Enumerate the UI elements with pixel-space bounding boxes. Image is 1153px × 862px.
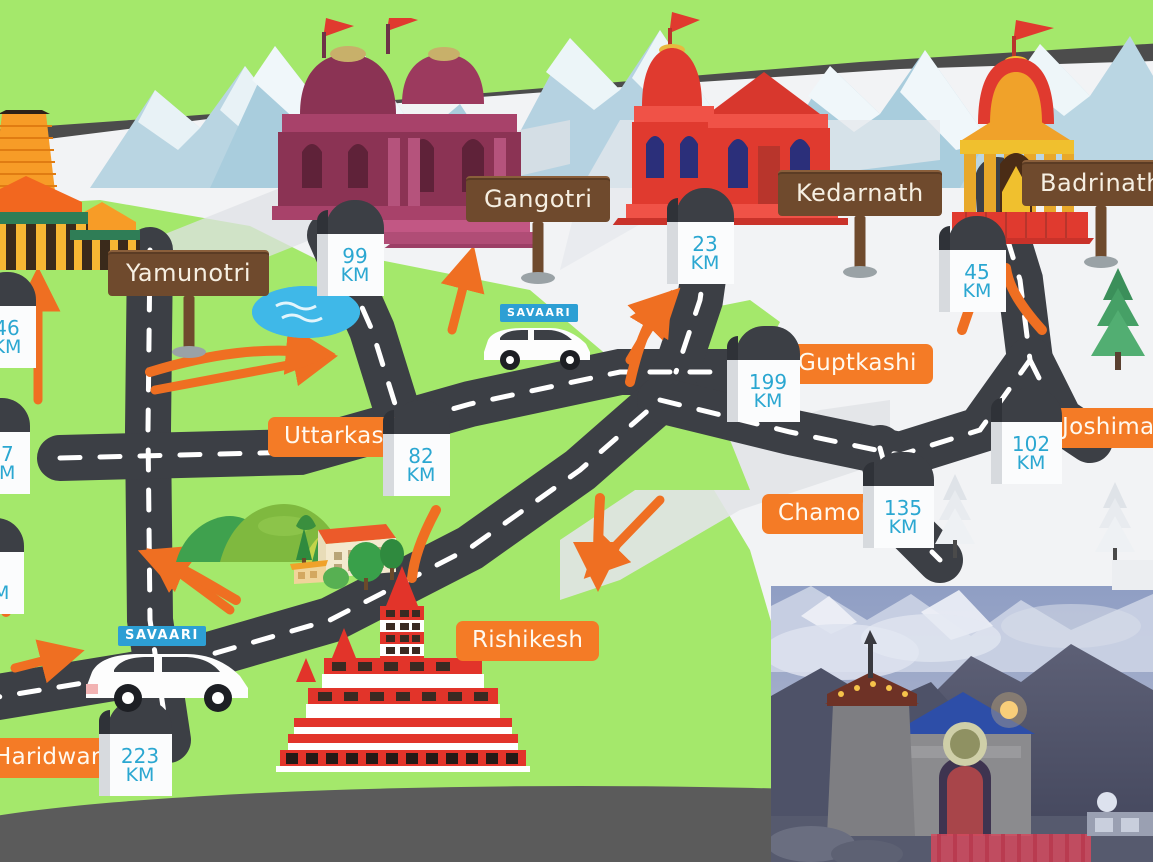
milestone-unit: KM <box>0 461 16 484</box>
milestone-cap <box>727 326 800 360</box>
wood-sign-label: Gangotri <box>466 176 611 222</box>
signpost-base <box>521 272 556 284</box>
milestone-cap <box>0 398 30 432</box>
car-icon-taxi-lower[interactable]: SAVAARI <box>78 626 258 724</box>
pine-tree-icon <box>1085 262 1151 376</box>
milestone-body: 3 KM <box>0 552 24 614</box>
milestone-icon-chamoli: 135 KM <box>863 452 934 548</box>
milestone-unit: KM <box>0 335 22 358</box>
milestone-body: 135 KM <box>863 486 934 548</box>
milestone-distance: 82 <box>408 443 434 468</box>
village-icon <box>176 486 416 600</box>
wood-sign-label: Badrinath <box>1022 160 1153 206</box>
signpost-base <box>842 266 877 278</box>
milestone-cap <box>383 400 450 434</box>
milestone-distance: 45 <box>964 259 990 284</box>
temple-icon-rishikesh <box>272 562 534 776</box>
milestone-icon-badrinath: 45 KM <box>939 216 1006 312</box>
milestone-cap <box>667 188 734 222</box>
snow-strip-right <box>1112 560 1153 590</box>
signpost-icon-badrinath[interactable]: Badrinath <box>1022 160 1153 268</box>
pine-tree-icon <box>1090 478 1140 572</box>
milestone-distance: 102 <box>1011 431 1051 456</box>
milestone-distance: 3 <box>0 564 1 584</box>
milestone-unit: KM <box>962 279 992 302</box>
kedarnath-temple-photo <box>771 586 1153 862</box>
milestone-icon-haridwar: 223 KM <box>99 700 172 796</box>
milestone-cap <box>991 388 1062 422</box>
milestone-body: 23 KM <box>667 222 734 284</box>
milestone-distance: 23 <box>692 231 718 256</box>
milestone-cap <box>939 216 1006 250</box>
taxi-badge: SAVAARI <box>118 626 206 646</box>
milestone-icon-joshimath: 102 KM <box>991 388 1062 484</box>
taxi-badge: SAVAARI <box>500 304 579 322</box>
milestone-distance: 37 <box>0 441 14 466</box>
city-label-haridwar[interactable]: Haridwar <box>0 738 117 778</box>
milestone-unit: KM <box>690 251 720 274</box>
milestone-icon-kedarnath: 23 KM <box>667 188 734 284</box>
milestone-body: 223 KM <box>99 734 172 796</box>
city-label-guptkashi[interactable]: Guptkashi <box>782 344 933 384</box>
signpost-icon-gangotri[interactable]: Gangotri <box>466 176 611 284</box>
milestone-unit: KM <box>406 463 436 486</box>
milestone-cap <box>317 200 384 234</box>
milestone-distance: 99 <box>342 243 368 268</box>
milestone-unit: KM <box>1016 451 1046 474</box>
milestone-body: 199 KM <box>727 360 800 422</box>
city-label-joshimath[interactable]: Joshimath <box>1046 408 1153 448</box>
milestone-icon-37: 37 KM <box>0 398 30 494</box>
milestone-distance: 46 <box>0 315 20 340</box>
milestone-cap <box>863 452 934 486</box>
milestone-unit: KM <box>0 581 10 604</box>
wood-sign-label: Yamunotri <box>108 250 269 296</box>
milestone-icon-guptkashi: 199 KM <box>727 326 800 422</box>
milestone-unit: KM <box>888 515 918 538</box>
signpost-post <box>183 296 194 350</box>
milestone-body: 102 KM <box>991 422 1062 484</box>
temple-icon-badrinath <box>938 14 1148 248</box>
milestone-icon-yamunotri: 46 KM <box>0 272 36 368</box>
city-label-rishikesh[interactable]: Rishikesh <box>456 621 600 661</box>
milestone-body: 37 KM <box>0 432 30 494</box>
milestone-cap <box>0 518 24 552</box>
milestone-icon-gangotri: 99 KM <box>317 200 384 296</box>
milestone-unit: KM <box>340 263 370 286</box>
signpost-base <box>1083 256 1118 268</box>
milestone-distance: 135 <box>883 495 923 520</box>
milestone-icon-3: 3 KM <box>0 518 24 614</box>
milestone-body: 82 KM <box>383 434 450 496</box>
milestone-distance: 223 <box>120 743 160 768</box>
signpost-post <box>532 222 544 276</box>
milestone-distance: 199 <box>748 369 788 394</box>
signpost-post <box>1095 206 1107 260</box>
milestone-cap <box>99 700 172 734</box>
temple-icon-yamunotri <box>0 80 170 280</box>
milestone-cap <box>0 272 36 306</box>
milestone-body: 45 KM <box>939 250 1006 312</box>
pine-tree-icon <box>930 470 980 564</box>
lake-icon <box>252 286 360 338</box>
milestone-icon-uttarkashi: 82 KM <box>383 400 450 496</box>
car-icon-taxi-upper[interactable]: SAVAARI <box>474 304 594 378</box>
signpost-base <box>171 346 206 358</box>
signpost-post <box>854 216 866 270</box>
signpost-icon-kedarnath[interactable]: Kedarnath <box>778 170 942 278</box>
milestone-body: 99 KM <box>317 234 384 296</box>
signpost-icon-yamunotri[interactable]: Yamunotri <box>108 250 269 358</box>
temple-icon-kedarnath <box>612 10 862 229</box>
milestone-unit: KM <box>125 763 155 786</box>
wood-sign-label: Kedarnath <box>778 170 942 216</box>
milestone-unit: KM <box>753 389 783 412</box>
milestone-body: 46 KM <box>0 306 36 368</box>
